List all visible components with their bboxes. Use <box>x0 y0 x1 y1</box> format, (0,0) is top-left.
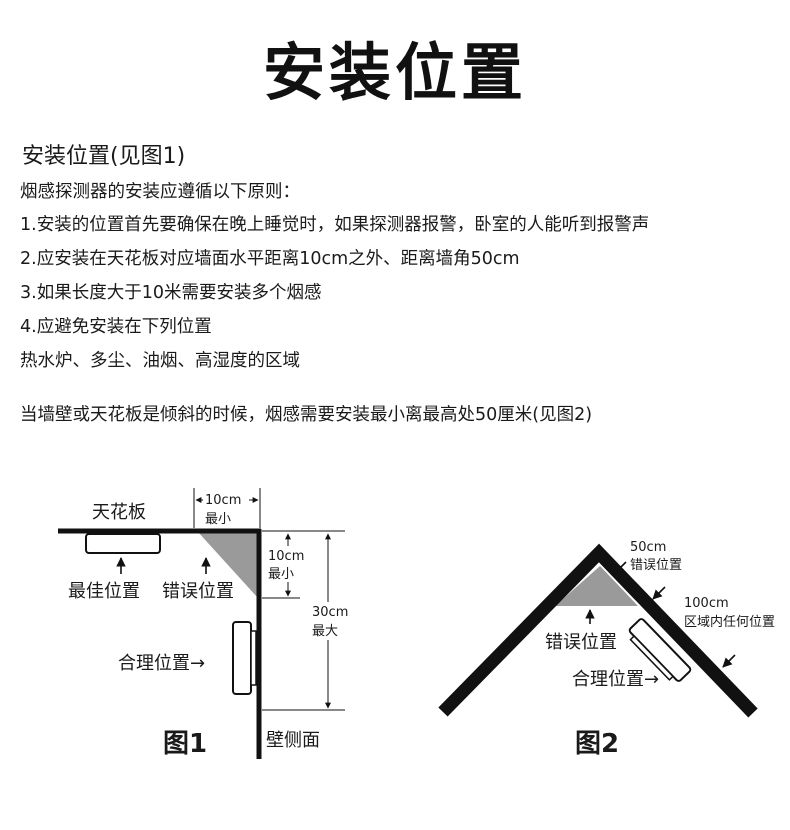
fig2-caption: 图2 <box>575 729 619 759</box>
fig1-caption: 图1 <box>163 729 207 759</box>
rule-2: 2.应安装在天花板对应墙面水平距离10cm之外、距离墙角50cm <box>20 249 520 269</box>
section-heading: 安装位置(见图1) <box>22 144 186 169</box>
fig1-ok-detector <box>232 621 252 695</box>
fig1-dim-side-value: 10cm <box>268 549 304 564</box>
fig2-dim-50cm: 50cm <box>630 540 666 555</box>
rule-1: 1.安装的位置首先要确保在晚上睡觉时，如果探测器报警，卧室的人能听到报警声 <box>20 215 650 235</box>
fig2-dim-100cm: 100cm <box>684 596 729 611</box>
fig1-dim-side-min: 最小 <box>268 567 294 582</box>
fig1-best-label: 最佳位置 <box>68 581 140 602</box>
fig2-mark-50cm <box>613 561 627 575</box>
fig2-wrong-label: 错误位置 <box>545 632 617 653</box>
fig1-dim-30-bg <box>310 602 354 640</box>
fig1-wrong-label: 错误位置 <box>162 581 234 602</box>
intro-text: 烟感探测器的安装应遵循以下原则： <box>20 182 300 202</box>
fig2-roof-lines <box>438 543 758 718</box>
fig1-ok-label: 合理位置→ <box>118 653 205 674</box>
fig1-dim-top-value: 10cm <box>205 493 241 508</box>
fig2-dim-100cm-note: 区域内任何位置 <box>684 614 775 630</box>
rule-3: 3.如果长度大于10米需要安装多个烟感 <box>20 283 322 303</box>
slope-note: 当墙壁或天花板是倾斜的时候，烟感需要安装最小离最高处50厘米(见图2) <box>20 405 593 425</box>
fig2-mark-100cm-end <box>722 654 736 668</box>
rule-4: 4.应避免安装在下列位置 <box>20 317 212 337</box>
fig1-dim-side-bg <box>266 546 310 582</box>
fig1-dim-30-value: 30cm <box>312 605 348 620</box>
fig2-wrong-zone <box>555 566 638 606</box>
fig1-dim-30-max: 最大 <box>312 624 338 639</box>
fig2-ok-label: 合理位置→ <box>572 669 659 690</box>
fig2-dim-50cm-wrong: 错误位置 <box>630 558 682 573</box>
fig1-ceiling-label: 天花板 <box>92 502 146 523</box>
fig1-wrong-zone <box>198 532 258 598</box>
avoid-areas: 热水炉、多尘、油烟、高湿度的区域 <box>20 351 300 371</box>
fig1-ok-detector-base <box>250 630 257 686</box>
fig1-dim-top-bg <box>203 490 249 506</box>
fig2-mark-100cm-start <box>652 586 666 600</box>
fig2-ok-detector <box>628 618 692 682</box>
page-title: 安装位置 <box>262 36 527 109</box>
fig1-dim-top-min: 最小 <box>205 512 231 527</box>
fig1-wall-label: 壁侧面 <box>266 730 320 751</box>
figure-2: 50cm 错误位置 100cm 区域内任何位置 错误位置 合理位置→ 图2 <box>438 540 775 759</box>
figure-1: 10cm 最小 10cm 最小 30cm 最大 天花板 最佳位置 错误位置 合理… <box>58 488 354 759</box>
installation-diagrams: 10cm 最小 10cm 最小 30cm 最大 天花板 最佳位置 错误位置 合理… <box>58 488 775 759</box>
fig1-best-detector <box>85 533 161 554</box>
